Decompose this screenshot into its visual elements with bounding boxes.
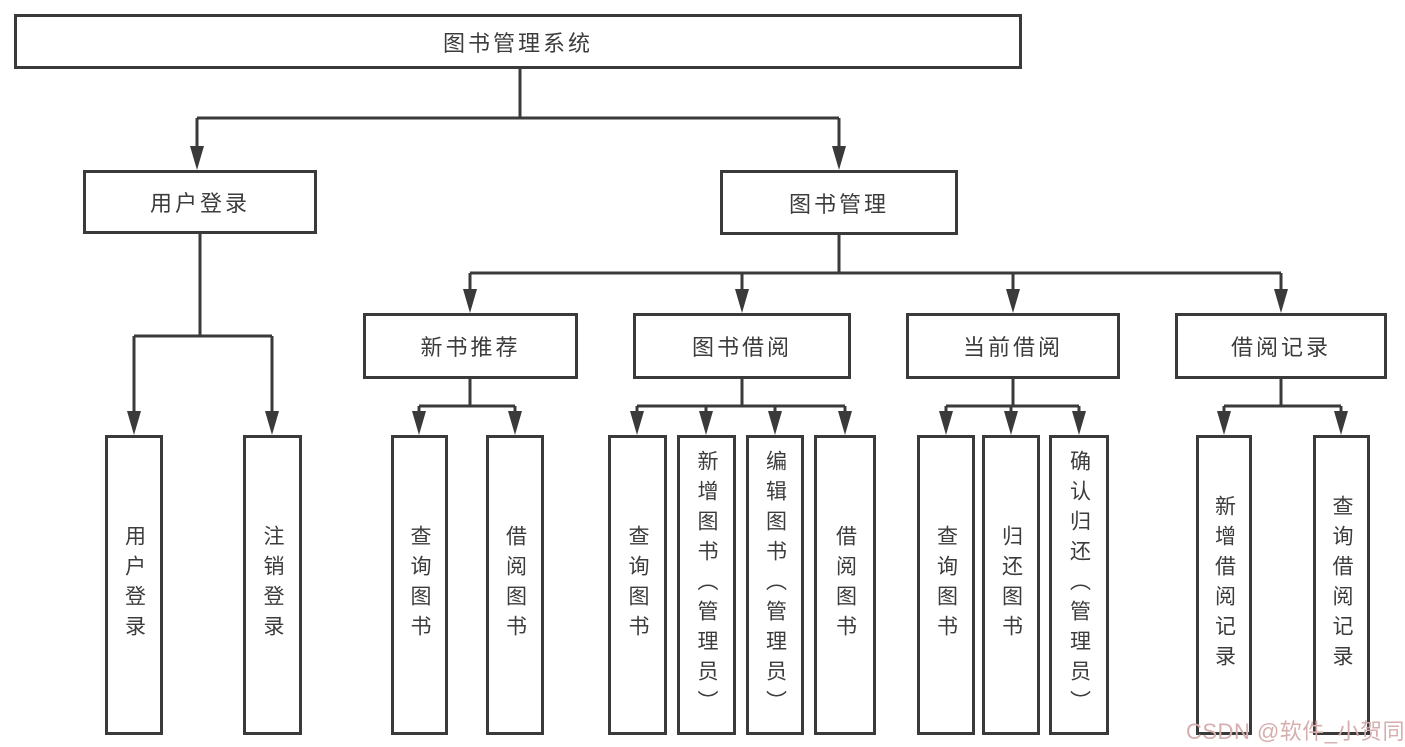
leaf-add-borrow-record: 新增借阅记录 — [1196, 435, 1252, 735]
node-current-borrowing: 当前借阅 — [906, 313, 1120, 379]
leaf-query-books-borrowing: 查询图书 — [608, 435, 667, 735]
node-label: 图书借阅 — [691, 335, 792, 360]
leaf-confirm-return-admin: 确认归还（管理员） — [1049, 435, 1109, 735]
node-label: 注销登录 — [261, 525, 284, 645]
leaf-query-borrow-record: 查询借阅记录 — [1313, 435, 1370, 735]
node-label: 借阅图书 — [503, 525, 527, 645]
node-borrowing-records: 借阅记录 — [1175, 313, 1387, 379]
node-label: 查询图书 — [408, 525, 431, 645]
node-label: 确认归还（管理员） — [1067, 450, 1091, 720]
node-label: 借阅记录 — [1230, 335, 1331, 360]
node-library-management-system: 图书管理系统 — [14, 14, 1022, 69]
node-label: 查询借阅记录 — [1330, 495, 1353, 675]
node-label: 用户登录 — [122, 525, 146, 645]
node-label: 新增借阅记录 — [1212, 495, 1236, 675]
leaf-query-books-recommend: 查询图书 — [391, 435, 448, 735]
csdn-watermark: CSDN @软件_小贺同学 — [1186, 719, 1405, 744]
node-label: 图书管理系统 — [442, 30, 593, 56]
leaf-borrow-books: 借阅图书 — [814, 435, 876, 735]
leaf-edit-books-admin: 编辑图书（管理员） — [746, 435, 804, 735]
node-book-borrowing: 图书借阅 — [633, 313, 851, 379]
node-label: 归还图书 — [999, 525, 1023, 645]
leaf-query-books-current: 查询图书 — [917, 435, 975, 735]
node-label: 新书推荐 — [420, 335, 521, 360]
node-label: 编辑图书（管理员） — [763, 450, 787, 720]
leaf-add-books-admin: 新增图书（管理员） — [677, 435, 736, 735]
leaf-logout: 注销登录 — [243, 435, 302, 735]
node-label: 图书管理 — [788, 191, 889, 217]
node-user-login-branch: 用户登录 — [83, 170, 317, 234]
node-label: 借阅图书 — [833, 525, 857, 645]
node-label: 查询图书 — [626, 525, 649, 645]
leaf-borrow-books-recommend: 借阅图书 — [486, 435, 544, 735]
leaf-return-books: 归还图书 — [982, 435, 1040, 735]
node-label: 用户登录 — [149, 191, 250, 216]
node-new-book-recommend: 新书推荐 — [363, 313, 578, 379]
leaf-user-login: 用户登录 — [105, 435, 163, 735]
node-label: 查询图书 — [934, 525, 958, 645]
node-book-management-branch: 图书管理 — [720, 170, 958, 235]
node-label: 当前借阅 — [962, 335, 1063, 360]
node-label: 新增图书（管理员） — [695, 450, 718, 720]
